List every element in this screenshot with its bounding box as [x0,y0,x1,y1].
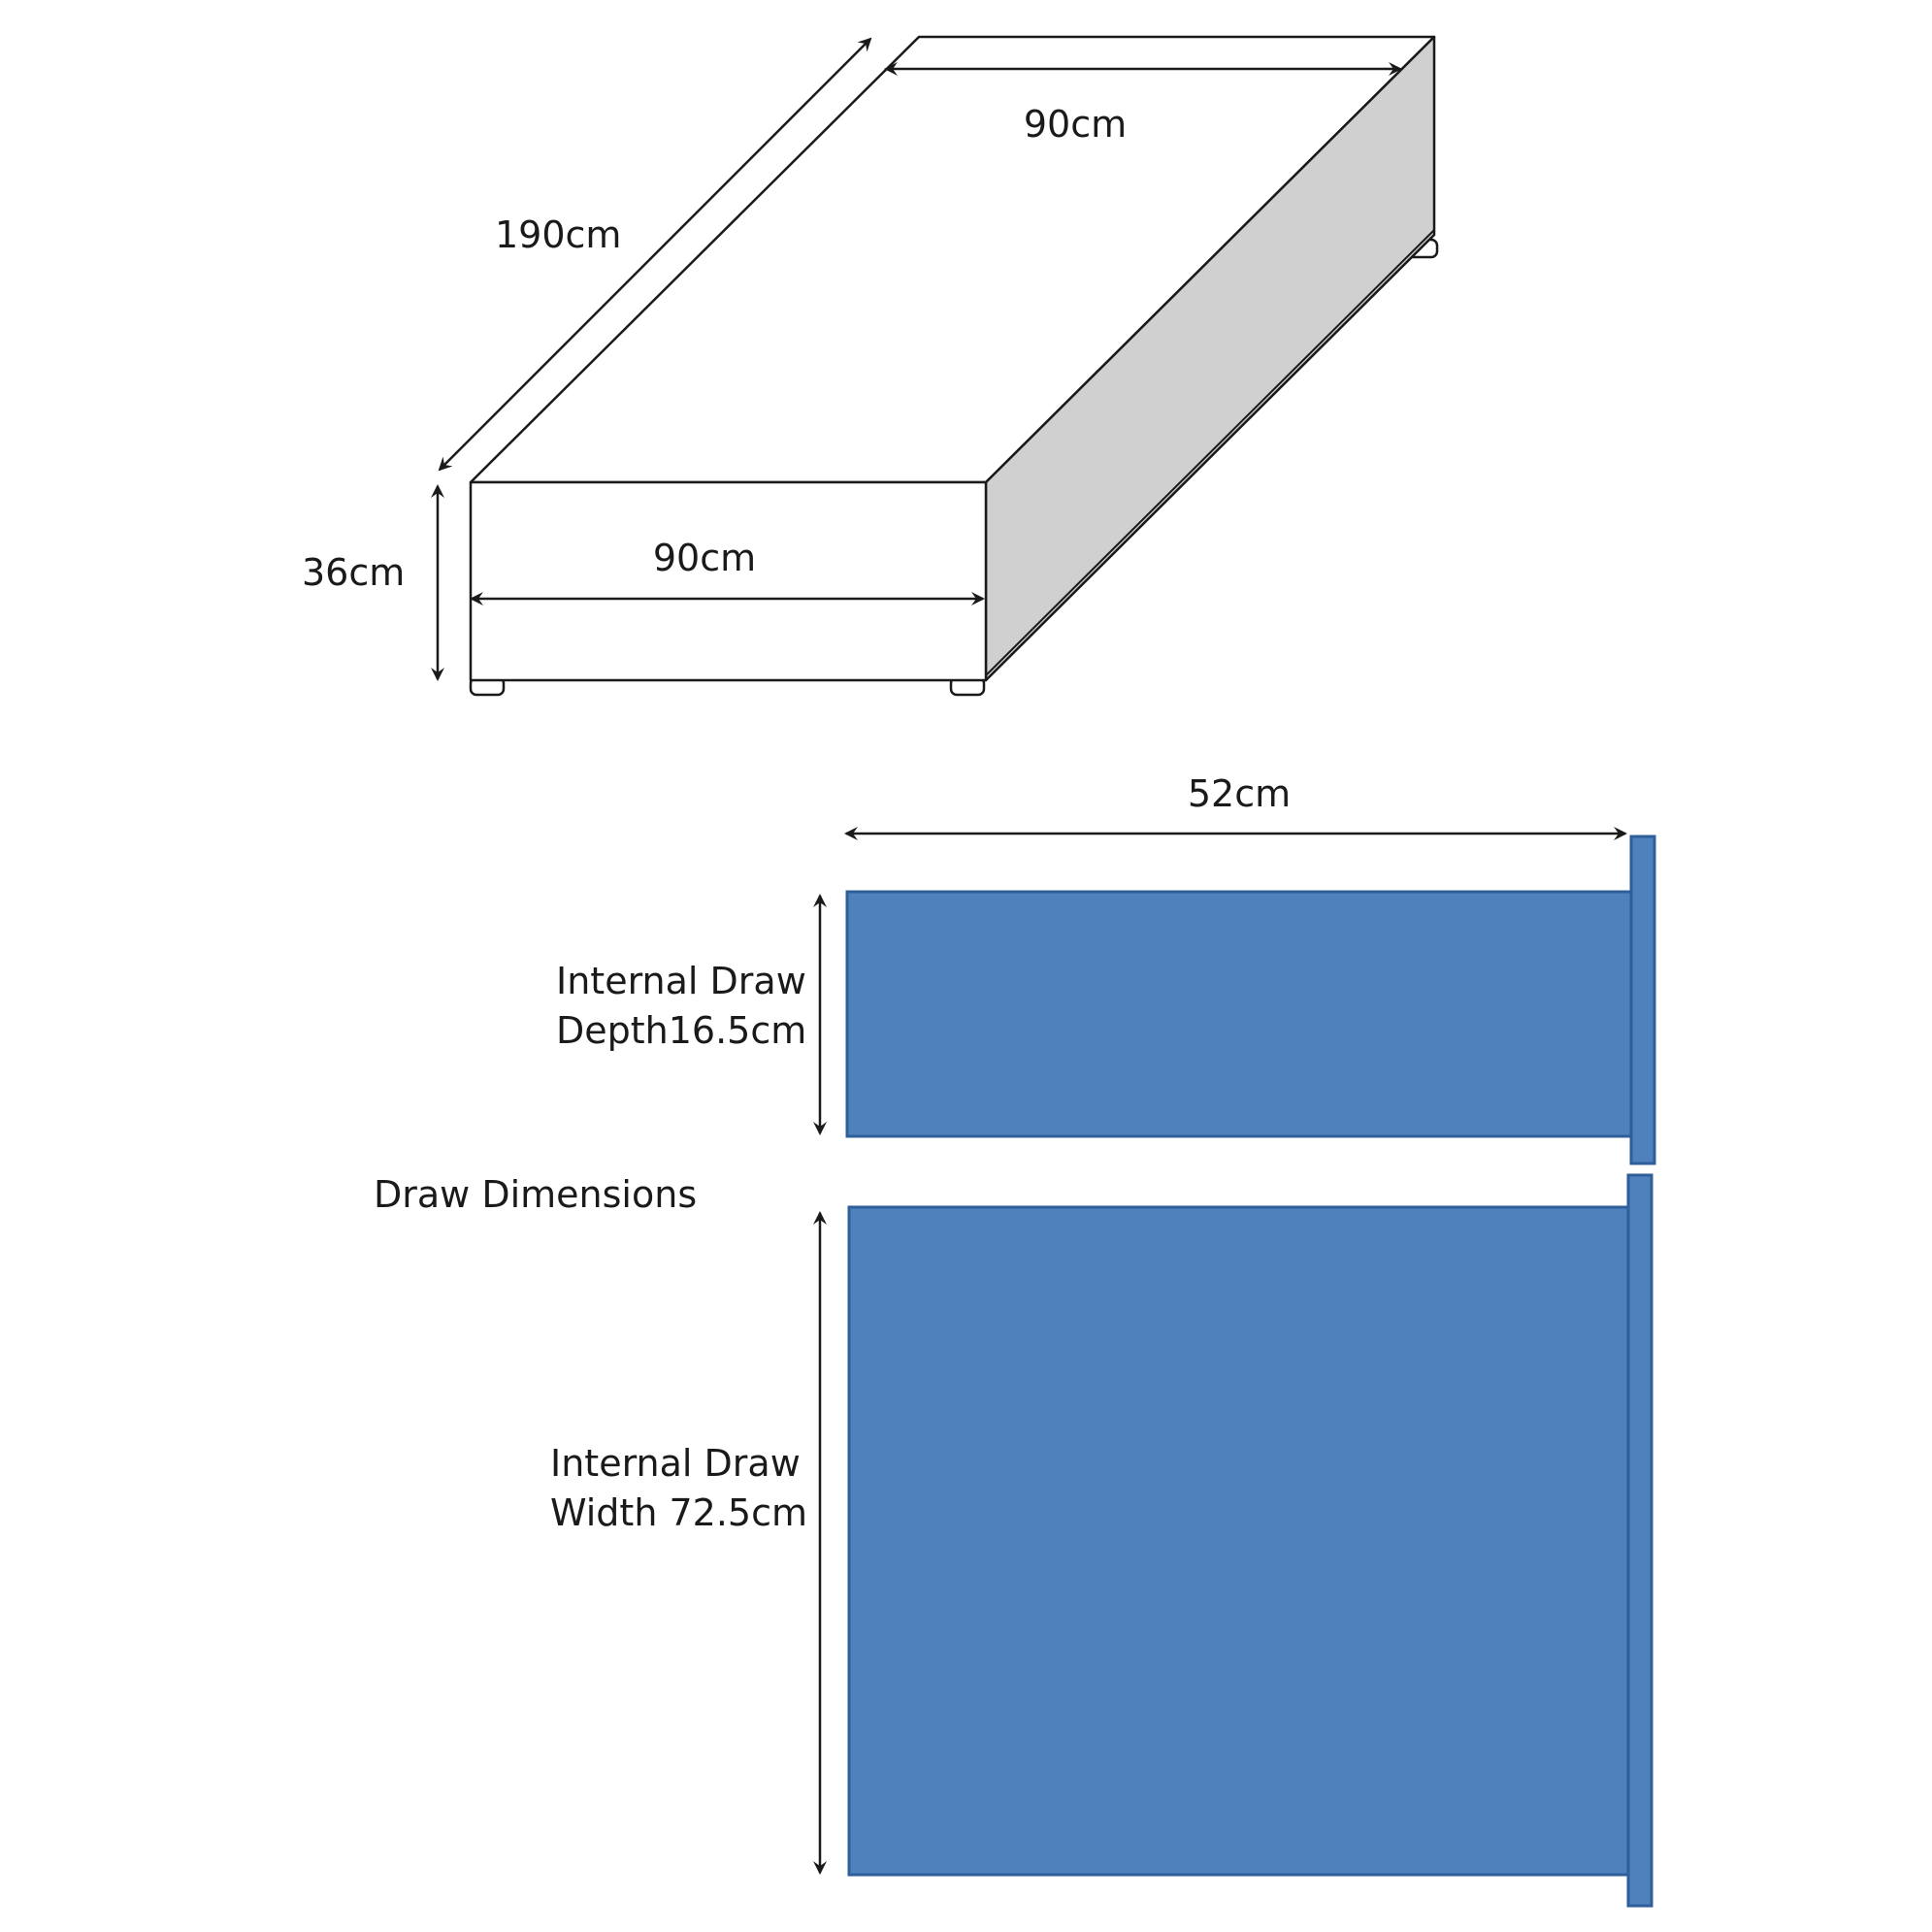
drawer-dimension-arrows [813,827,1627,1875]
bed-base [469,35,1439,697]
drawer-depth-body [845,890,1635,1138]
drawer-section-label: Draw Dimensions [374,1173,698,1216]
drawer-depth-label-line2: Depth16.5cm [556,1009,807,1052]
drawer-width-body [847,1205,1632,1877]
drawer-depth-view [845,835,1656,1165]
drawer-length-label: 52cm [1187,772,1292,815]
bed-length-label: 190cm [495,213,622,256]
bed-dimension-arrows [431,37,1402,681]
drawer-depth-front-panel [1629,835,1656,1165]
bed-side-seam [985,229,1435,676]
drawer-width-label-line1: Internal Draw [550,1442,801,1485]
drawer-width-view [847,1173,1654,1908]
drawer-width-front-panel [1626,1173,1654,1908]
bed-front-face [469,480,988,682]
drawer-depth-label-line1: Internal Draw [556,960,806,1002]
drawer-width-label-line2: Width 72.5cm [550,1491,807,1534]
bed-top-width-label: 90cm [1023,103,1128,146]
bed-front-width-label: 90cm [652,537,757,579]
bed-length-arrow [438,37,872,472]
bed-height-label: 36cm [302,551,406,594]
